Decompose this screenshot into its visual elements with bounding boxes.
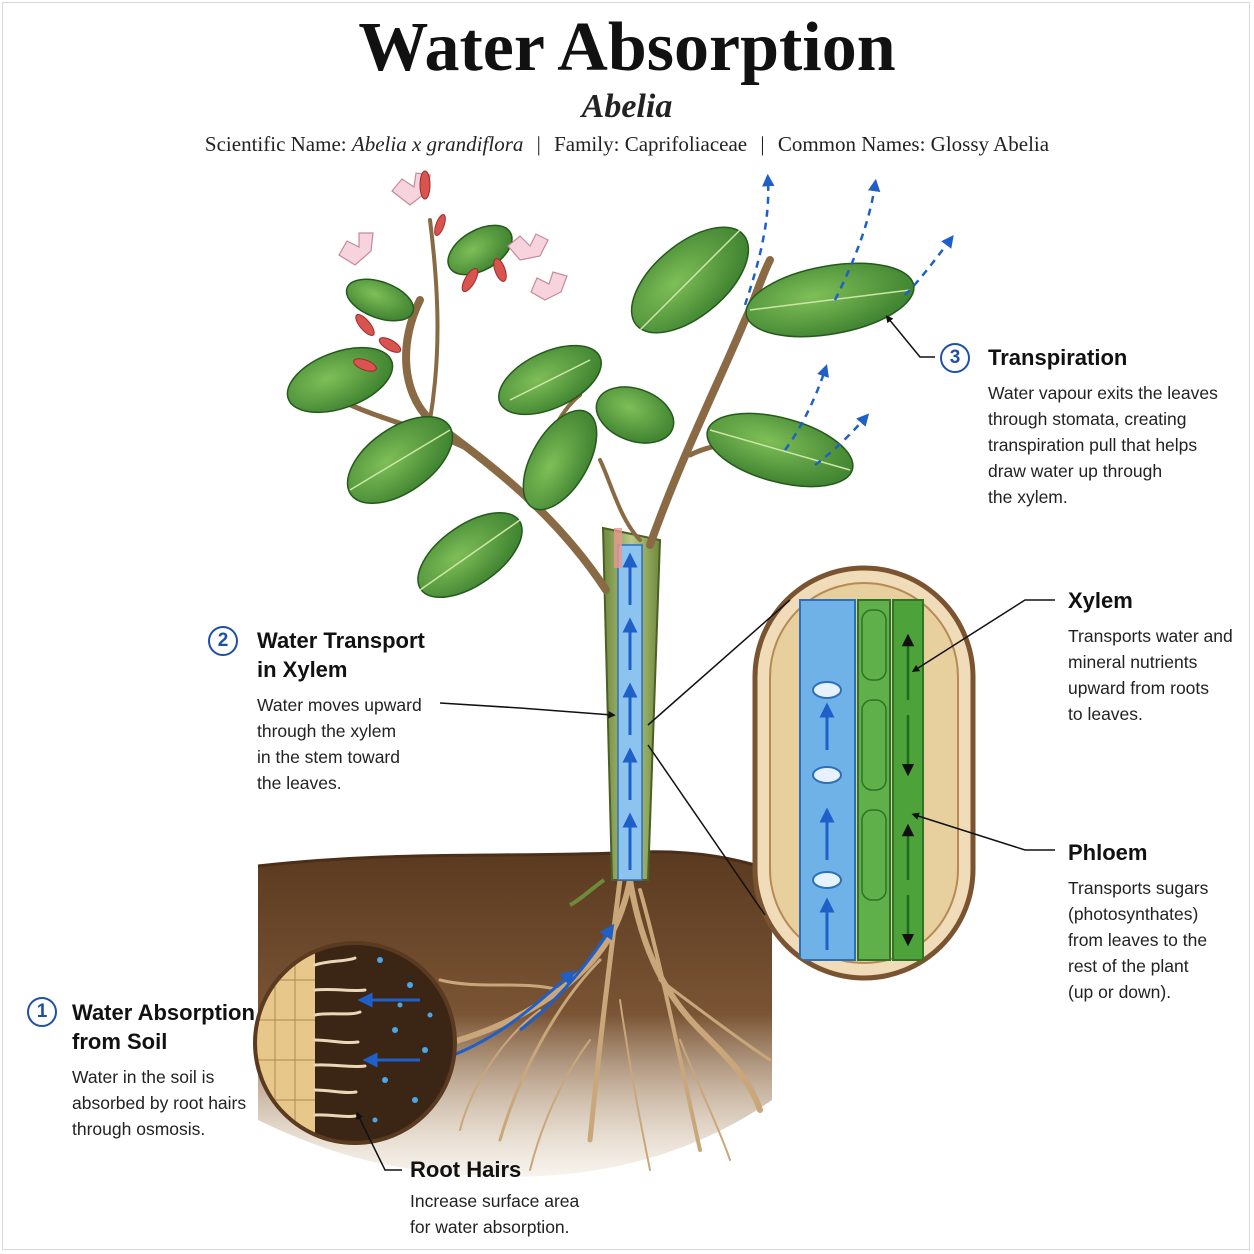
root-hairs-callout: Root Hairs Increase surface area for wat… [410,1155,630,1240]
body-line: rest of the plant [1068,953,1248,979]
plant-info-line: Scientific Name: Abelia x grandiflora | … [0,132,1254,157]
absorption-title-1: Water Absorption [72,998,262,1027]
separator: | [752,132,772,156]
stem-cross-section [755,568,973,978]
body-line: Water moves upward [257,692,457,718]
absorption-title-2: from Soil [72,1027,262,1056]
scientific-name-label: Scientific Name: [205,132,347,156]
body-line: in the stem toward [257,744,457,770]
water-transport-title-2: in Xylem [257,655,457,684]
phloem-body: Transports sugars (photosynthates) from … [1068,875,1248,1005]
transpiration-title: Transpiration [988,343,1248,372]
transpiration-label: Transpiration Water vapour exits the lea… [988,343,1248,510]
separator: | [529,132,549,156]
root-hair-magnifier [255,943,455,1143]
body-line: absorbed by root hairs [72,1090,262,1116]
family-label: Family: [554,132,619,156]
water-transport-label: Water Transport in Xylem Water moves upw… [257,626,457,796]
numbered-circle-icon: 2 [208,626,238,656]
body-line: Water vapour exits the leaves [988,380,1248,406]
absorption-body: Water in the soil is absorbed by root ha… [72,1064,262,1142]
leaves [279,207,920,614]
body-line: Transports sugars [1068,875,1248,901]
numbered-circle-icon: 1 [27,997,57,1027]
root-hairs-body: Increase surface area for water absorpti… [410,1188,630,1240]
xylem-callout: Xylem Transports water and mineral nutri… [1068,586,1248,727]
body-line: through the xylem [257,718,457,744]
xylem-title: Xylem [1068,586,1248,615]
common-names: Glossy Abelia [931,132,1049,156]
phloem-title: Phloem [1068,838,1248,867]
body-line: draw water up through [988,458,1248,484]
water-transport-title-1: Water Transport [257,626,457,655]
xylem-body: Transports water and mineral nutrients u… [1068,623,1248,727]
body-line: for water absorption. [410,1214,630,1240]
body-line: (up or down). [1068,979,1248,1005]
root-hairs-title: Root Hairs [410,1155,630,1184]
family-name: Caprifoliaceae [625,132,747,156]
transpiration-body: Water vapour exits the leaves through st… [988,380,1248,510]
body-line: from leaves to the [1068,927,1248,953]
common-names-label: Common Names: [778,132,926,156]
scientific-name: Abelia x grandiflora [352,132,524,156]
body-line: upward from roots [1068,675,1248,701]
body-line: the leaves. [257,770,457,796]
numbered-circle-icon: 3 [940,343,970,373]
body-line: transpiration pull that helps [988,432,1248,458]
page-title: Water Absorption [0,8,1254,88]
body-line: (photosynthates) [1068,901,1248,927]
phloem-callout: Phloem Transports sugars (photosynthates… [1068,838,1248,1005]
body-line: through stomata, creating [988,406,1248,432]
flowers [339,171,567,374]
body-line: Increase surface area [410,1188,630,1214]
page-subtitle: Abelia [0,88,1254,126]
body-line: the xylem. [988,484,1248,510]
body-line: mineral nutrients [1068,649,1248,675]
body-line: Transports water and [1068,623,1248,649]
body-line: through osmosis. [72,1116,262,1142]
stem [570,528,660,905]
body-line: Water in the soil is [72,1064,262,1090]
water-transport-body: Water moves upward through the xylem in … [257,692,457,796]
body-line: to leaves. [1068,701,1248,727]
absorption-label: Water Absorption from Soil Water in the … [72,998,262,1142]
